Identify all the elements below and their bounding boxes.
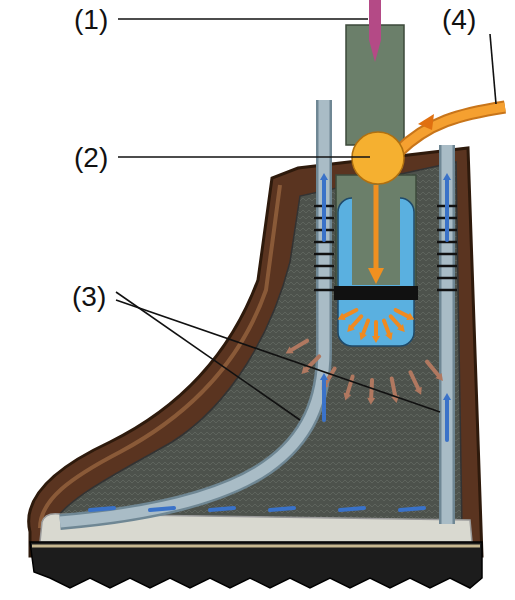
callout-number: (3)	[70, 282, 108, 312]
flow-arrow	[322, 180, 326, 240]
tube-rung	[314, 265, 334, 268]
flow-arrow	[352, 316, 361, 326]
flow-arrowhead	[286, 346, 294, 353]
tube-rung	[437, 289, 457, 292]
flow-arrowhead	[344, 393, 352, 401]
flow-dash	[400, 508, 424, 510]
callout-number: (2)	[72, 143, 110, 173]
flow-arrow	[410, 372, 418, 388]
tube-rung	[314, 253, 334, 256]
flow-arrow	[292, 341, 307, 350]
flow-arrowhead	[443, 173, 451, 180]
flow-arrow	[391, 316, 400, 326]
flow-arrow	[347, 377, 352, 394]
flow-arrow	[384, 321, 389, 334]
flow-arrowhead	[435, 373, 443, 381]
tube-rung	[437, 277, 457, 280]
flow-arrowhead	[320, 173, 328, 180]
flow-arrow	[445, 400, 449, 440]
flow-arrowhead	[338, 313, 346, 320]
flow-arrow	[396, 310, 408, 316]
flow-arrowhead	[443, 393, 451, 400]
flow-arrowhead	[320, 373, 328, 380]
flow-arrowhead	[359, 332, 366, 340]
flow-arrow	[325, 368, 334, 383]
tube-rung	[314, 289, 334, 292]
flow-arrowhead	[347, 324, 355, 332]
callout-number: (4)	[440, 5, 478, 35]
flow-arrow	[445, 180, 449, 240]
flow-arrowhead	[372, 336, 380, 343]
flow-arrowhead	[301, 366, 309, 374]
flow-arrowhead	[397, 324, 405, 332]
flow-dash	[90, 508, 114, 510]
flow-dash	[150, 508, 174, 510]
tube-rung	[437, 265, 457, 268]
flow-dash	[210, 508, 234, 510]
flow-arrow	[322, 380, 326, 420]
tube-rung	[314, 277, 334, 280]
flow-arrowhead	[406, 313, 414, 320]
flow-dash	[270, 508, 294, 510]
flow-arrowhead	[415, 387, 422, 395]
flow-arrow	[392, 378, 396, 396]
flow-arrowhead	[385, 332, 392, 340]
flow-arrow	[374, 322, 378, 336]
flow-arrow	[344, 310, 356, 316]
flow-arrowhead	[367, 398, 375, 405]
flow-dash	[340, 508, 364, 510]
callout-number: (1)	[72, 5, 110, 35]
flow-arrow	[427, 362, 438, 376]
flow-arrow	[363, 321, 368, 334]
tube-rung	[437, 253, 457, 256]
